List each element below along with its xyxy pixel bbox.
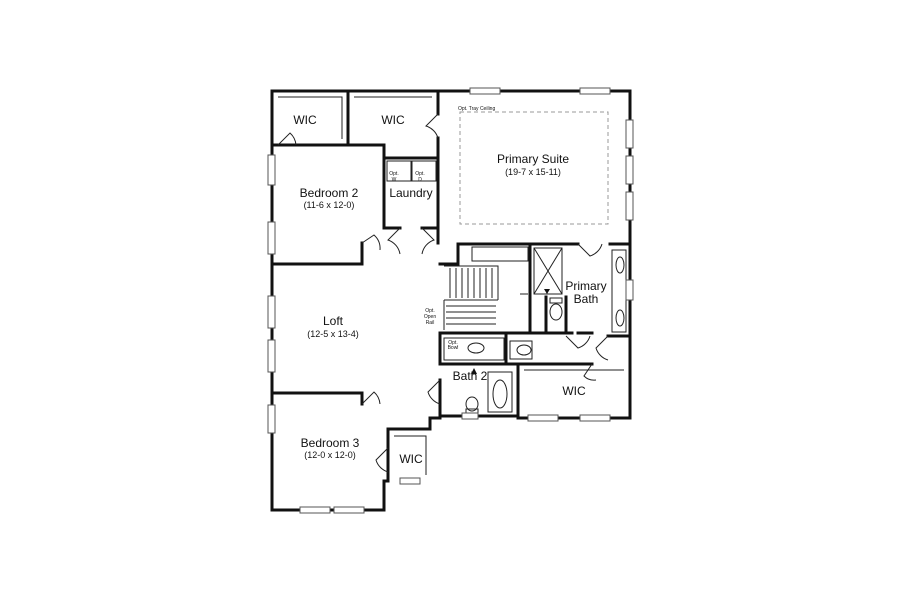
opt-bowl-note-1: Opt. [448, 340, 457, 346]
tray-ceiling-note: Opt. Tray Ceiling [458, 106, 495, 112]
primary-bath-label-2: Bath [574, 292, 599, 306]
room-labels: WIC WIC Opt. Tray Ceiling Primary Suite … [293, 106, 606, 466]
loft-dimensions: (12-5 x 13-4) [307, 329, 359, 339]
stairs [443, 246, 529, 330]
bedroom3-label: Bedroom 3 [301, 436, 360, 450]
opt-bowl-note-2: Bowl [448, 345, 459, 351]
bedroom2-dimensions: (11-6 x 12-0) [304, 200, 355, 210]
fixtures [278, 96, 627, 475]
interior-walls [270, 89, 632, 450]
laundry-label: Laundry [389, 186, 432, 200]
open-rail-note-2: Open [424, 314, 436, 320]
wic-top-left-label: WIC [293, 113, 317, 127]
opt-washer-note-2: W [392, 177, 397, 183]
bedroom3-dimensions: (12-0 x 12-0) [304, 450, 356, 460]
doors [277, 113, 609, 473]
opt-dryer-note-1: Opt. [415, 171, 424, 177]
primary-bath-label-1: Primary [565, 279, 606, 293]
bath2-label: Bath 2 [453, 369, 488, 383]
open-rail-note-3: Rail [426, 320, 435, 326]
opt-dryer-note-2: D [418, 177, 422, 183]
wic-bottom-label: WIC [399, 452, 423, 466]
primary-suite-label: Primary Suite [497, 152, 569, 166]
open-rail-note-1: Opt. [425, 308, 434, 314]
wic-top-mid-label: WIC [381, 113, 405, 127]
windows [267, 87, 634, 514]
opt-washer-note-1: Opt. [389, 171, 398, 177]
bedroom2-label: Bedroom 2 [300, 186, 359, 200]
primary-suite-dimensions: (19-7 x 15-11) [505, 167, 561, 177]
wic-bath-label: WIC [562, 384, 586, 398]
loft-label: Loft [323, 314, 344, 328]
